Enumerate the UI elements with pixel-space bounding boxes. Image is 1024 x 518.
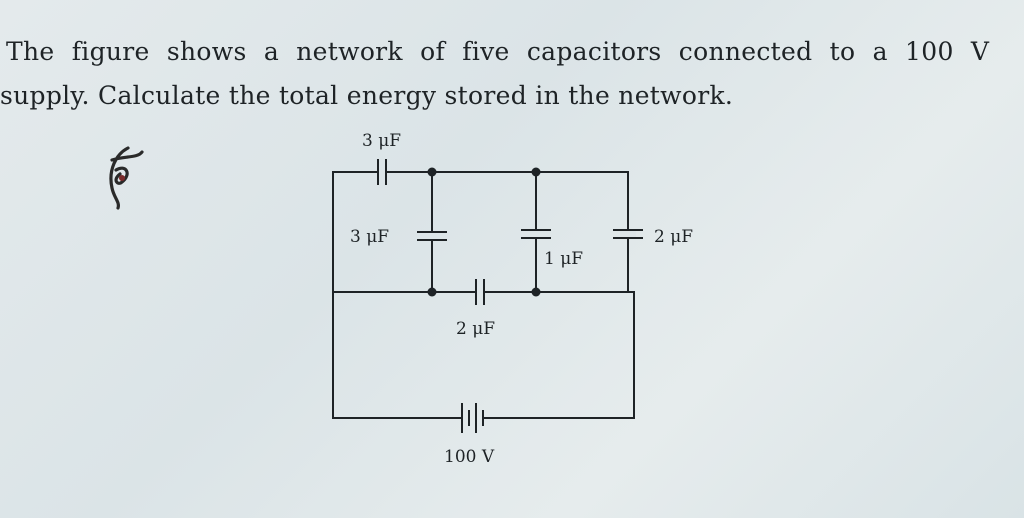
label-cap-bottom: 2 μF	[456, 319, 495, 339]
junction-dot	[427, 167, 437, 177]
label-cap-right: 2 μF	[654, 227, 693, 247]
label-cap-left: 3 μF	[350, 227, 389, 247]
cap-right-gap	[620, 231, 636, 237]
wire-right-outer	[482, 291, 635, 419]
question-line-2: supply. Calculate the total energy store…	[0, 81, 734, 110]
label-cap-top: 3 μF	[362, 131, 401, 151]
junction-dot	[531, 287, 541, 297]
junction-dot	[427, 287, 437, 297]
pen-doodle-icon	[109, 146, 144, 210]
junction-dot	[531, 167, 541, 177]
label-cap-middle: 1 μF	[544, 249, 583, 269]
wire-left-outer	[332, 171, 463, 419]
question-line-1: The figure shows a network of five capac…	[6, 37, 990, 66]
label-supply: 100 V	[444, 447, 495, 467]
